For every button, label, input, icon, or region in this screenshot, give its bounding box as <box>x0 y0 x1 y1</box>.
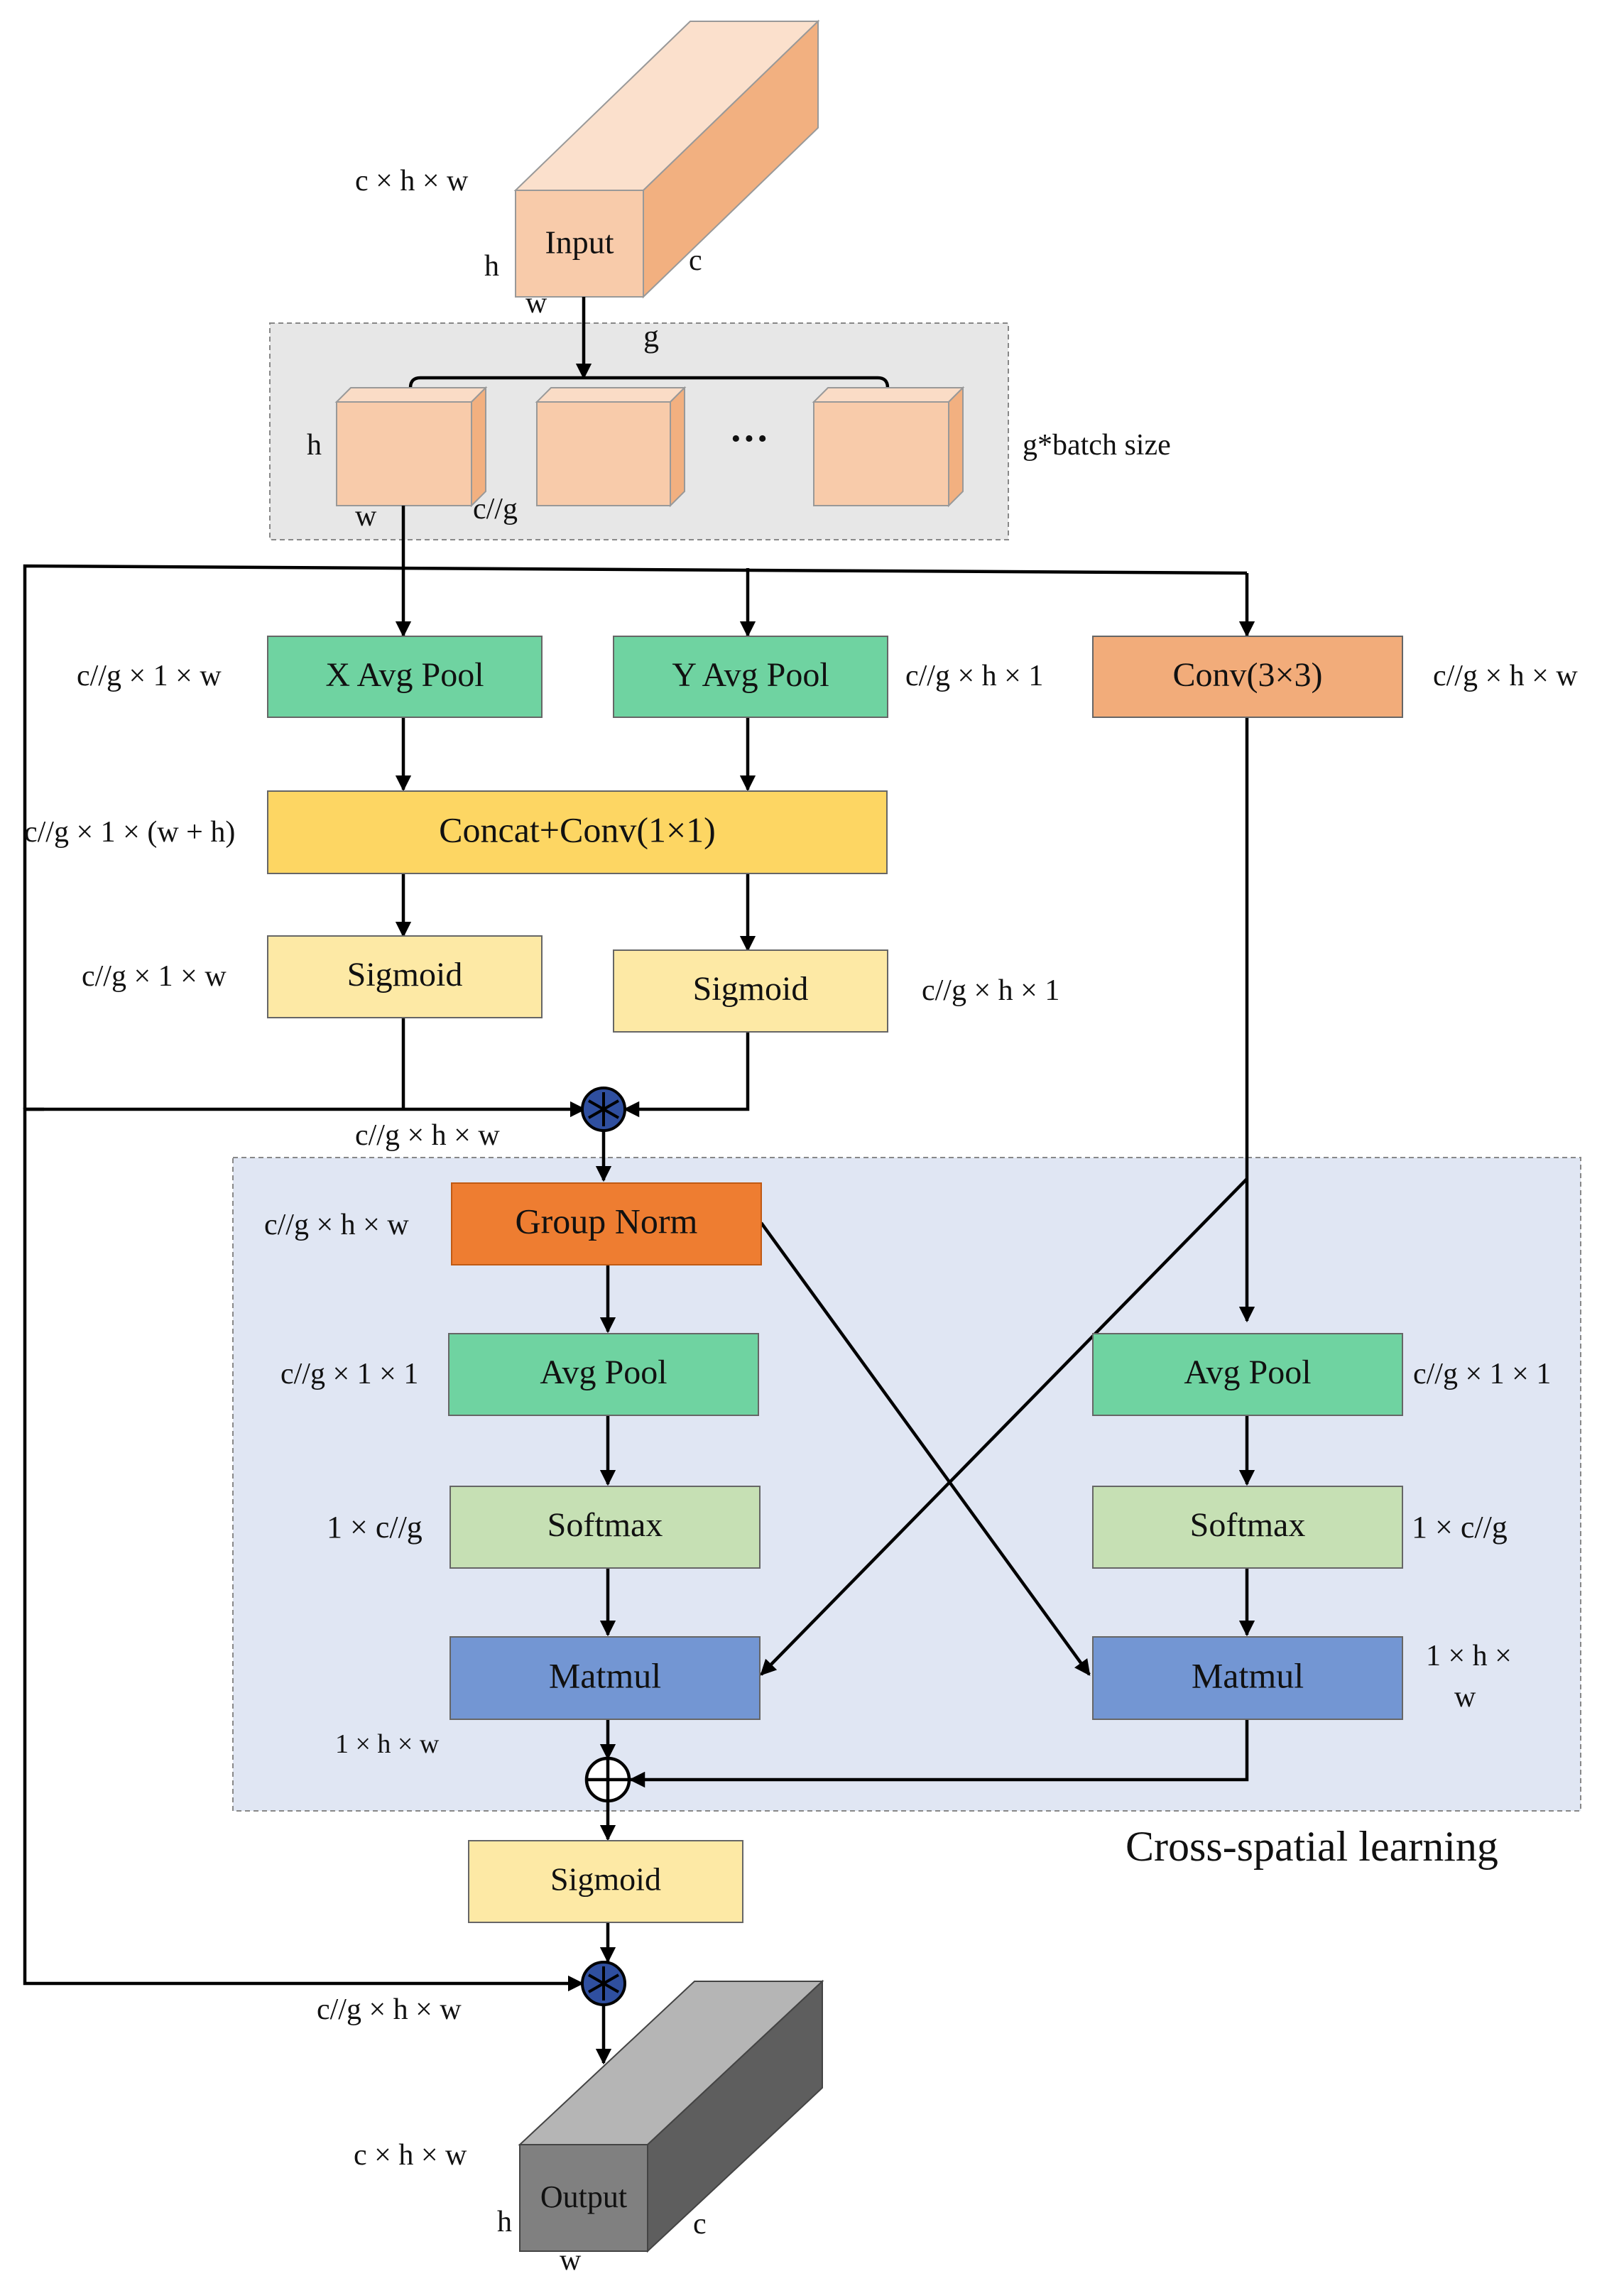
output-label: Output <box>540 2179 627 2214</box>
left-skip-line-a <box>23 564 1248 1109</box>
svg-text:Y Avg Pool: Y Avg Pool <box>672 656 829 694</box>
sigmoid-y-to-mult1-arrow <box>623 1032 750 1118</box>
group-norm-box: Group Norm <box>451 1182 762 1265</box>
input-dims: c × h × w <box>355 165 469 197</box>
svg-text:Softmax: Softmax <box>1190 1506 1306 1544</box>
y-avg-pool-box: Y Avg Pool <box>613 636 888 718</box>
groupnorm-to-matmul-right-arrow <box>760 1221 1091 1676</box>
svg-text:Conv(3×3): Conv(3×3) <box>1172 656 1322 694</box>
multiply-node-1 <box>581 1087 626 1132</box>
group-w-label: w <box>355 500 377 533</box>
output-dims: c × h × w <box>354 2139 467 2172</box>
group-h-label: h <box>307 429 322 462</box>
add-node <box>584 1756 631 1803</box>
y-avg-pool-dims: c//g × h × 1 <box>905 660 1043 692</box>
svg-text:Avg Pool: Avg Pool <box>1184 1354 1311 1391</box>
groups-ellipsis: ··· <box>729 417 769 461</box>
conv3x3-box: Conv(3×3) <box>1092 636 1403 718</box>
group-count-label: g <box>643 319 659 354</box>
input-w-label: w <box>525 287 547 320</box>
matmul-right-dims-line2: w <box>1454 1681 1476 1714</box>
cross-spatial-title: Cross-spatial learning <box>1126 1823 1498 1870</box>
sigmoid-x-dims: c//g × 1 × w <box>82 960 227 993</box>
softmax-right-dims: 1 × c//g <box>1412 1510 1508 1545</box>
svg-text:Sigmoid: Sigmoid <box>693 970 809 1008</box>
sigmoid-y-box: Sigmoid <box>613 949 888 1033</box>
final-sigmoid-box: Sigmoid <box>468 1840 743 1923</box>
group-box-3 <box>812 386 965 508</box>
avg-pool-left-box: Avg Pool <box>448 1333 759 1416</box>
output-c-label: c <box>693 2208 707 2241</box>
multiply-2-dims: c//g × h × w <box>317 1993 462 2026</box>
output-front-face <box>519 2144 648 2252</box>
group-cg-label: c//g <box>473 493 518 526</box>
multiply-node-2 <box>581 1961 626 2006</box>
group-box-1 <box>334 386 488 508</box>
avg-pool-left-dims: c//g × 1 × 1 <box>280 1358 418 1390</box>
input-tensor: Input <box>513 19 820 299</box>
input-h-label: h <box>484 250 499 283</box>
conv3x3-dims: c//g × h × w <box>1433 660 1578 692</box>
group-box-2 <box>535 386 687 508</box>
svg-text:Concat+Conv(1×1): Concat+Conv(1×1) <box>439 810 716 849</box>
input-label: Input <box>545 224 614 261</box>
input-front-face <box>515 190 644 298</box>
svg-text:Sigmoid: Sigmoid <box>347 956 463 993</box>
output-w-label: w <box>560 2244 582 2277</box>
sigmoid-x-box: Sigmoid <box>267 935 543 1018</box>
svg-text:Sigmoid: Sigmoid <box>550 1861 661 1898</box>
matmul-left-box: Matmul <box>449 1636 761 1720</box>
matmul-right-dims-line1: 1 × h × <box>1426 1640 1512 1672</box>
concat-conv1x1-box: Concat+Conv(1×1) <box>267 790 888 874</box>
sigmoid-y-dims: c//g × h × 1 <box>922 974 1059 1007</box>
matmul-right-box: Matmul <box>1092 1636 1403 1720</box>
x-avg-pool-box: X Avg Pool <box>267 636 543 718</box>
multiply-1-dims: c//g × h × w <box>355 1119 500 1152</box>
svg-text:Avg Pool: Avg Pool <box>540 1354 667 1391</box>
input-c-label: c <box>689 244 702 277</box>
matmul-left-dims: 1 × h × w <box>335 1729 440 1759</box>
svg-text:Softmax: Softmax <box>547 1506 663 1544</box>
avg-pool-right-dims: c//g × 1 × 1 <box>1413 1358 1551 1390</box>
conv3-to-matmul-left-arrow <box>760 1177 1248 1676</box>
x-avg-pool-dims: c//g × 1 × w <box>77 660 222 692</box>
group-bracket <box>408 376 890 392</box>
avg-pool-right-box: Avg Pool <box>1092 1333 1403 1416</box>
softmax-right-box: Softmax <box>1092 1486 1403 1569</box>
matmul-right-to-add-arrow <box>628 1719 1249 1788</box>
softmax-left-box: Softmax <box>449 1486 761 1569</box>
left-skip-line-b <box>23 1107 584 1992</box>
svg-text:Group Norm: Group Norm <box>516 1201 698 1241</box>
group-norm-dims: c//g × h × w <box>264 1209 409 1241</box>
output-tensor: Output <box>518 1979 824 2253</box>
concat-dims: c//g × 1 × (w + h) <box>24 816 235 849</box>
softmax-left-dims: 1 × c//g <box>327 1510 423 1545</box>
output-h-label: h <box>497 2206 512 2238</box>
svg-text:Matmul: Matmul <box>1192 1655 1304 1695</box>
batch-size-label: g*batch size <box>1023 429 1171 462</box>
svg-text:X Avg Pool: X Avg Pool <box>325 656 484 694</box>
svg-text:Matmul: Matmul <box>549 1655 661 1695</box>
